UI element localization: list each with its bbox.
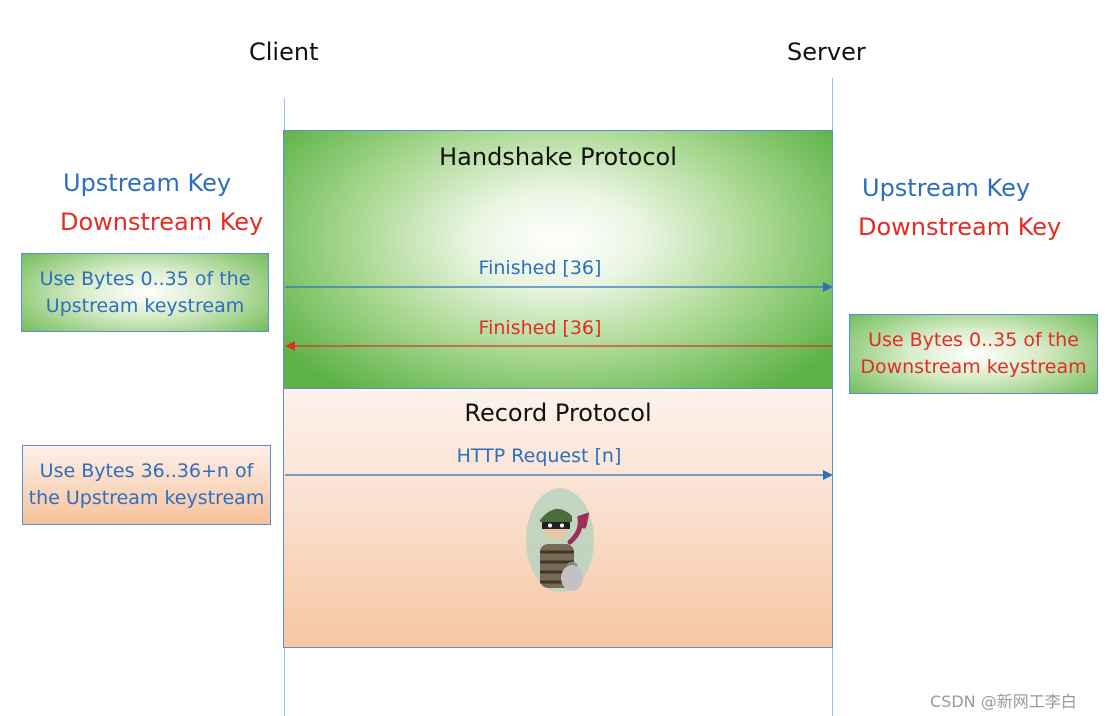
finished-to-client-label: Finished [36] [478, 317, 602, 339]
client-record-note: Use Bytes 36..36+n of the Upstream keyst… [22, 445, 271, 525]
client-downstream-key-label: Downstream Key [60, 208, 264, 236]
client-header: Client [249, 38, 319, 66]
server-handshake-note-text: Use Bytes 0..35 of the Downstream keystr… [860, 329, 1087, 378]
record-protocol-title: Record Protocol [464, 399, 652, 427]
http-request-label: HTTP Request [n] [456, 445, 622, 467]
handshake-protocol-title: Handshake Protocol [439, 143, 677, 171]
server-upstream-key-label: Upstream Key [862, 174, 1031, 202]
server-header: Server [787, 38, 866, 66]
watermark: CSDN @新网工李白 [930, 692, 1077, 711]
finished-to-server-label: Finished [36] [478, 257, 602, 279]
client-record-note-text: Use Bytes 36..36+n of the Upstream keyst… [28, 460, 265, 509]
thief-with-loot-bag-icon [526, 488, 594, 592]
client-handshake-note-text: Use Bytes 0..35 of the Upstream keystrea… [39, 267, 251, 317]
server-downstream-key-label: Downstream Key [858, 213, 1062, 241]
client-upstream-key-label: Upstream Key [63, 169, 232, 197]
client-handshake-note: Use Bytes 0..35 of the Upstream keystrea… [21, 253, 269, 332]
server-handshake-note: Use Bytes 0..35 of the Downstream keystr… [849, 314, 1098, 394]
record-protocol-box: Record Protocol [283, 389, 833, 648]
